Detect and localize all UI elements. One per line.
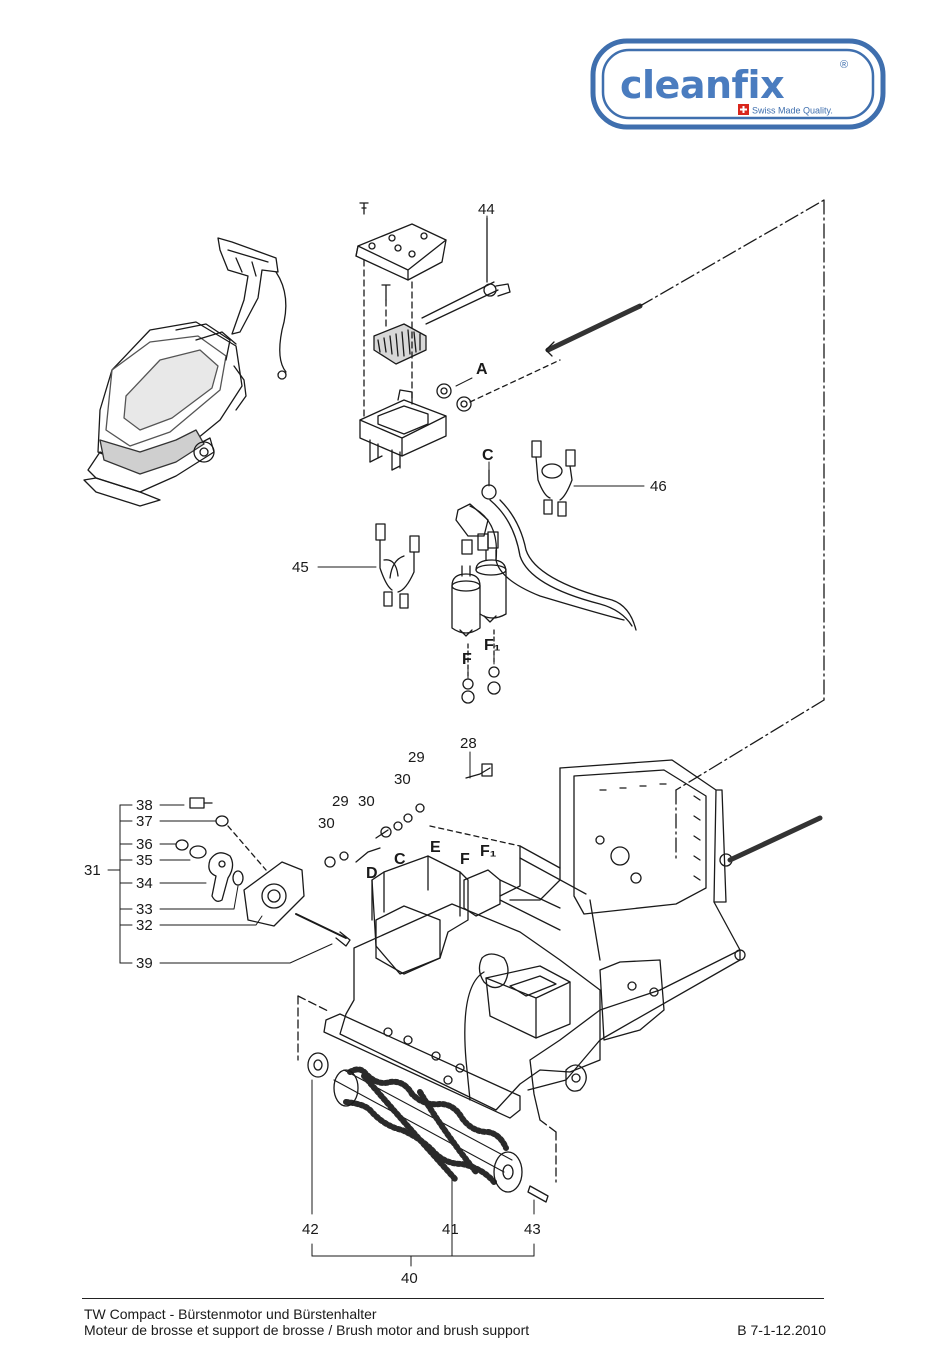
footer-title-fr-en: Moteur de brosse et support de brosse / … bbox=[84, 1322, 529, 1338]
callout-41: 41 bbox=[442, 1221, 459, 1238]
callout-43: 43 bbox=[524, 1221, 541, 1238]
control-housing-exploded bbox=[356, 203, 560, 470]
callout-42: 42 bbox=[302, 1221, 319, 1238]
callout-F1-mid: F₁ bbox=[480, 843, 497, 860]
callout-46: 46 bbox=[650, 478, 667, 495]
callout-38: 38 bbox=[136, 797, 153, 814]
callout-C-top: C bbox=[482, 447, 494, 464]
callout-44: 44 bbox=[478, 201, 495, 218]
callout-F-mid: F bbox=[460, 851, 470, 868]
footer-document-ref: B 7-1-12.2010 bbox=[737, 1322, 826, 1338]
footer-divider bbox=[82, 1298, 824, 1299]
callout-36: 36 bbox=[136, 836, 153, 853]
machine-overview-illustration bbox=[84, 238, 286, 506]
callout-A: A bbox=[476, 361, 488, 378]
brush-roller bbox=[308, 1053, 548, 1202]
callout-F1-top: F₁ bbox=[484, 637, 501, 654]
callout-29-lower: 29 bbox=[332, 793, 349, 810]
callout-45: 45 bbox=[292, 559, 309, 576]
callout-33: 33 bbox=[136, 901, 153, 918]
callout-35: 35 bbox=[136, 852, 153, 869]
cable-46 bbox=[532, 441, 575, 516]
callout-30-lower: 30 bbox=[318, 815, 335, 832]
callout-37: 37 bbox=[136, 813, 153, 830]
cable-45 bbox=[376, 524, 419, 608]
callout-28: 28 bbox=[460, 735, 477, 752]
callout-34: 34 bbox=[136, 875, 153, 892]
callout-D: D bbox=[366, 865, 378, 882]
callout-F-top: F bbox=[462, 651, 472, 668]
callout-30-middle: 30 bbox=[358, 793, 375, 810]
callout-39: 39 bbox=[136, 955, 153, 972]
callout-31: 31 bbox=[84, 862, 101, 879]
tension-rod-44 bbox=[422, 200, 824, 860]
footer-title-de: TW Compact - Bürstenmotor und Bürstenhal… bbox=[84, 1306, 377, 1322]
callout-32: 32 bbox=[136, 917, 153, 934]
chassis-frame bbox=[500, 760, 820, 1120]
callout-29-upper: 29 bbox=[408, 749, 425, 766]
callout-C-mid: C bbox=[394, 851, 406, 868]
callout-40: 40 bbox=[401, 1270, 418, 1287]
callout-30-upper: 30 bbox=[394, 771, 411, 788]
callout-E: E bbox=[430, 839, 441, 856]
